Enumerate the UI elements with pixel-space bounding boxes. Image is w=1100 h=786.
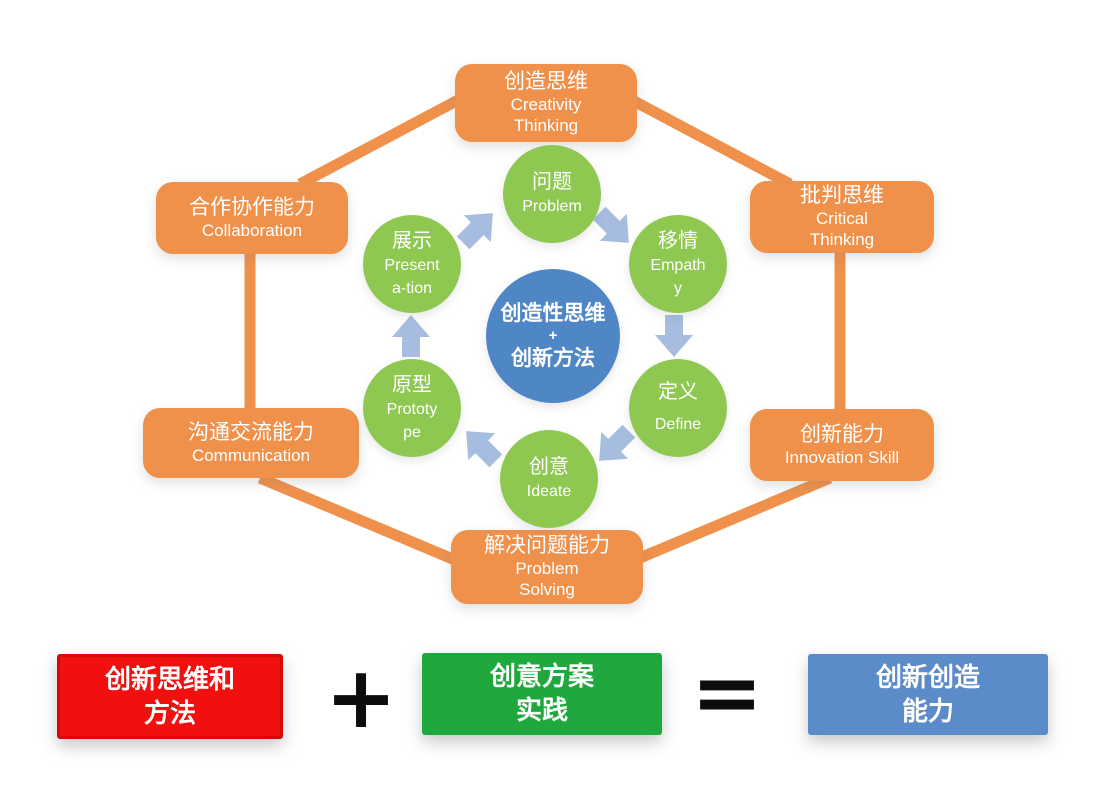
step-label-zh: 问题 (532, 171, 572, 194)
step-label-en: y (674, 280, 682, 297)
connector-top-to-topleft (297, 94, 463, 189)
skill-label-zh: 创造思维 (504, 70, 588, 94)
equation-label-line1: 创新思维和 (104, 663, 235, 694)
cycle-step-problem: 问题 Problem (503, 145, 601, 243)
equation-label-line2: 实践 (515, 695, 568, 725)
equation-box-creative-practice: 创意方案 实践 (422, 653, 662, 735)
arrow-define-to-ideate-icon (599, 424, 636, 461)
step-label-zh: 定义 (658, 381, 698, 404)
arrow-ideate-to-prototype-icon (466, 431, 503, 468)
skill-box-communication: 沟通交流能力 Communication (143, 408, 359, 478)
arrow-presentation-to-problem-icon (456, 213, 493, 250)
equation-label-line1: 创新创造 (875, 661, 980, 692)
skill-box-collaboration: 合作协作能力 Collaboration (156, 182, 348, 254)
skill-box-creativity-thinking: 创造思维 Creativity Thinking (455, 64, 637, 142)
skill-label-zh: 创新能力 (800, 422, 884, 446)
center-circle-creative-thinking: 创造性思维 + 创新方法 (486, 269, 620, 403)
arrow-problem-to-empathy-icon (592, 206, 629, 243)
step-label-zh: 原型 (392, 373, 432, 396)
center-label-line1: 创造性思维 (500, 301, 606, 325)
skill-label-en: Collaboration (201, 220, 303, 240)
step-label-en: Prototy (386, 400, 438, 418)
skill-box-critical-thinking: 批判思维 Critical Thinking (750, 181, 934, 253)
connector-midleft-to-bottom (257, 472, 458, 566)
arrow-empathy-to-define-icon (655, 315, 693, 357)
equation-label-line1: 创意方案 (489, 661, 594, 692)
step-label-en: pe (403, 424, 421, 441)
cycle-step-ideate: 创意 Ideate (500, 430, 598, 528)
step-label-en: Problem (522, 198, 582, 216)
skill-label-en: Problem (515, 559, 579, 579)
equation-box-innovation-ability: 创新创造 能力 (808, 654, 1048, 735)
skill-box-innovation-skill: 创新能力 Innovation Skill (750, 409, 934, 481)
equation-box-innovation-methods: 创新思维和 方法 (57, 654, 283, 739)
step-label-en: Present (384, 256, 440, 274)
plus-sign-icon: + (324, 648, 398, 748)
equals-sign-icon: = (690, 643, 764, 743)
equation-label-line2: 能力 (901, 695, 954, 726)
skill-label-en: Thinking (513, 116, 579, 136)
skill-label-en: Innovation Skill (784, 447, 900, 467)
skill-box-problem-solving: 解决问题能力 Problem Solving (451, 530, 643, 604)
skill-label-en: Solving (519, 580, 575, 600)
center-label-plus: + (548, 327, 558, 344)
skill-label-en: Critical (816, 209, 868, 229)
cycle-step-presentation: 展示 Present a-tion (363, 215, 461, 313)
center-label-line2: 创新方法 (511, 347, 595, 370)
skill-label-zh: 沟通交流能力 (188, 420, 314, 444)
skill-label-zh: 解决问题能力 (484, 534, 610, 558)
skill-label-zh: 合作协作能力 (189, 195, 315, 219)
cycle-step-define: 定义 Define (629, 359, 727, 457)
step-label-zh: 展示 (392, 229, 432, 252)
skill-label-en: Communication (191, 445, 311, 465)
step-label-zh: 创意 (529, 456, 569, 479)
step-label-en: Ideate (526, 483, 572, 501)
skill-label-en: Thinking (809, 230, 875, 250)
step-label-en: Empath (650, 256, 706, 274)
skill-label-en: Creativity (510, 95, 582, 115)
arrow-prototype-to-presentation-icon (392, 315, 430, 357)
skill-label-zh: 批判思维 (800, 184, 884, 208)
cycle-step-prototype: 原型 Prototy pe (363, 359, 461, 457)
cycle-step-empathy: 移情 Empath y (629, 215, 727, 313)
step-label-en: a-tion (391, 280, 433, 297)
equation-label-line2: 方法 (143, 697, 196, 728)
connector-midright-to-bottom (632, 472, 833, 566)
connector-top-to-topright (627, 94, 793, 189)
step-label-en: Define (654, 416, 702, 434)
step-label-zh: 移情 (658, 229, 698, 252)
